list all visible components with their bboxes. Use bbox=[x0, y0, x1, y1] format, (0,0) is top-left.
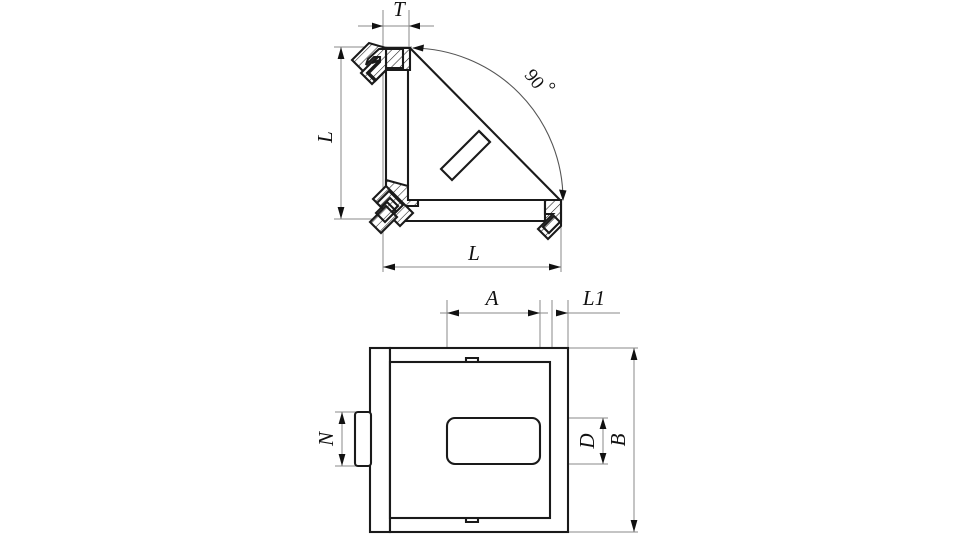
dimension-B: B bbox=[606, 348, 638, 532]
bottom-right-hook-notch bbox=[541, 214, 562, 235]
angle-arc bbox=[412, 47, 564, 201]
dim-label-T: T bbox=[393, 0, 406, 21]
dimension-L-vertical: L bbox=[313, 47, 345, 219]
arrow-arc-start bbox=[412, 44, 424, 52]
top-seam-tab bbox=[464, 356, 480, 364]
arrow-L-vert-top bbox=[337, 47, 345, 59]
arrow-T-right bbox=[409, 22, 420, 30]
arrow-A-left bbox=[447, 309, 459, 317]
arrow-L-vert-bottom bbox=[337, 207, 345, 219]
inner-panel bbox=[388, 360, 552, 520]
dimension-L1: L1 bbox=[556, 286, 620, 317]
arrow-D-top bbox=[599, 418, 607, 429]
arrow-L-horiz-right bbox=[549, 263, 561, 271]
dimension-T: T bbox=[358, 0, 434, 30]
dimension-A: A bbox=[440, 286, 548, 317]
top-flange-clip bbox=[365, 47, 388, 82]
arrow-T-left bbox=[372, 22, 383, 30]
arrow-D-bottom bbox=[599, 453, 607, 464]
arrow-B-top bbox=[630, 348, 638, 360]
dim-label-D: D bbox=[575, 433, 599, 449]
dimension-L-horizontal: L bbox=[383, 241, 561, 271]
dim-label-L-horizontal: L bbox=[467, 241, 480, 265]
arrow-A-right bbox=[528, 309, 540, 317]
connection-stub bbox=[353, 410, 373, 468]
arrow-L1 bbox=[556, 309, 568, 317]
dim-label-N: N bbox=[314, 431, 338, 447]
elbow-body bbox=[350, 41, 563, 241]
mitre-diagonal-face bbox=[409, 47, 562, 202]
dimension-D: D bbox=[575, 418, 607, 464]
dim-label-B: B bbox=[606, 433, 630, 446]
bottom-seam-tab bbox=[464, 516, 480, 524]
arrow-L-horiz-left bbox=[383, 263, 395, 271]
dim-label-L1: L1 bbox=[582, 286, 605, 310]
dimension-N: N bbox=[314, 412, 346, 466]
arrow-arc-end bbox=[559, 189, 567, 201]
top-flange-section bbox=[384, 47, 405, 70]
arrow-N-top bbox=[338, 412, 346, 424]
left-end-plate bbox=[368, 346, 392, 534]
access-window bbox=[445, 416, 542, 466]
dim-label-L-vertical: L bbox=[313, 131, 337, 144]
front-view-group: A L1 N D bbox=[314, 286, 638, 534]
arrow-N-bottom bbox=[338, 454, 346, 466]
front-view-body bbox=[353, 346, 570, 534]
dim-label-A: A bbox=[484, 286, 499, 310]
arrow-B-bottom bbox=[630, 520, 638, 532]
diagonal-brace-head bbox=[478, 130, 491, 143]
bottom-left-hook-notch bbox=[374, 200, 398, 224]
